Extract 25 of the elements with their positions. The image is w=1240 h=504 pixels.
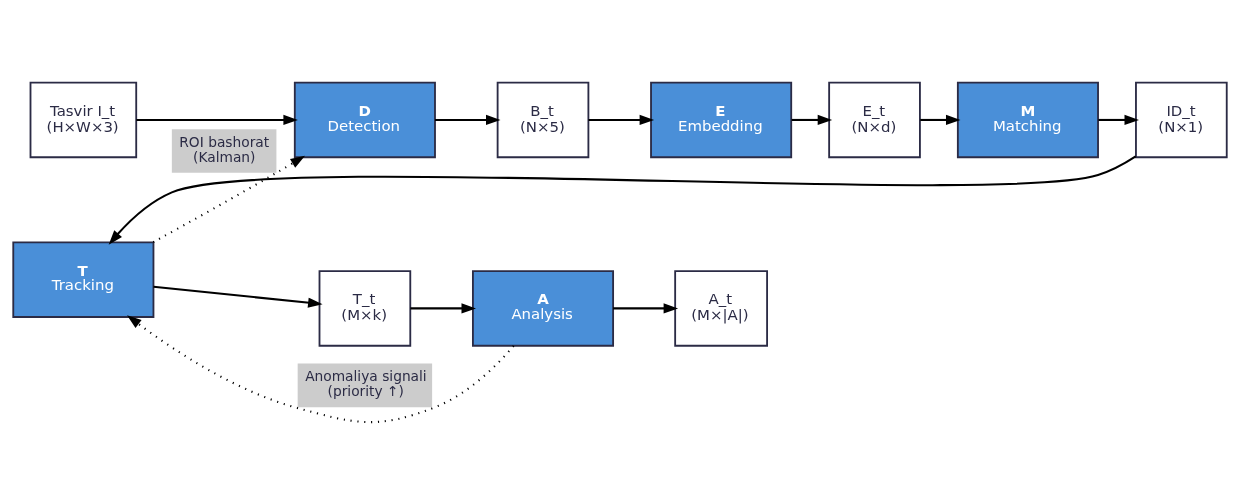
- node-box: Tasvir I_t (H×W×3): [29, 81, 138, 158]
- arrow: [1098, 114, 1139, 125]
- arrow: [588, 114, 655, 125]
- arrow: [136, 114, 298, 125]
- arrow: [153, 285, 323, 308]
- arrow: [920, 114, 961, 125]
- arrow: [791, 114, 833, 125]
- node-box: M Matching: [956, 81, 1099, 158]
- node-box: T Tracking: [12, 240, 155, 318]
- arrow: [613, 302, 679, 313]
- node-box: T_t (M×k): [318, 269, 412, 347]
- edge-label: Anomaliya signali (priority ↑): [305, 367, 427, 399]
- node-box: ID_t (N×1): [1135, 81, 1228, 158]
- arrow: [152, 155, 306, 243]
- node-box: B_t (N×5): [496, 81, 590, 158]
- node-box: A_t (M×|A|): [674, 269, 768, 347]
- node-box: D Detection: [293, 81, 436, 158]
- node-box: E_t (N×d): [828, 81, 921, 158]
- node-box: A Analysis: [472, 269, 615, 347]
- arrow: [127, 314, 515, 423]
- node-box: E Embedding: [650, 81, 793, 158]
- arrow: [435, 114, 501, 125]
- arrow: [108, 155, 1137, 245]
- arrow: [410, 302, 476, 313]
- edge-label: ROI bashorat (Kalman): [179, 133, 270, 165]
